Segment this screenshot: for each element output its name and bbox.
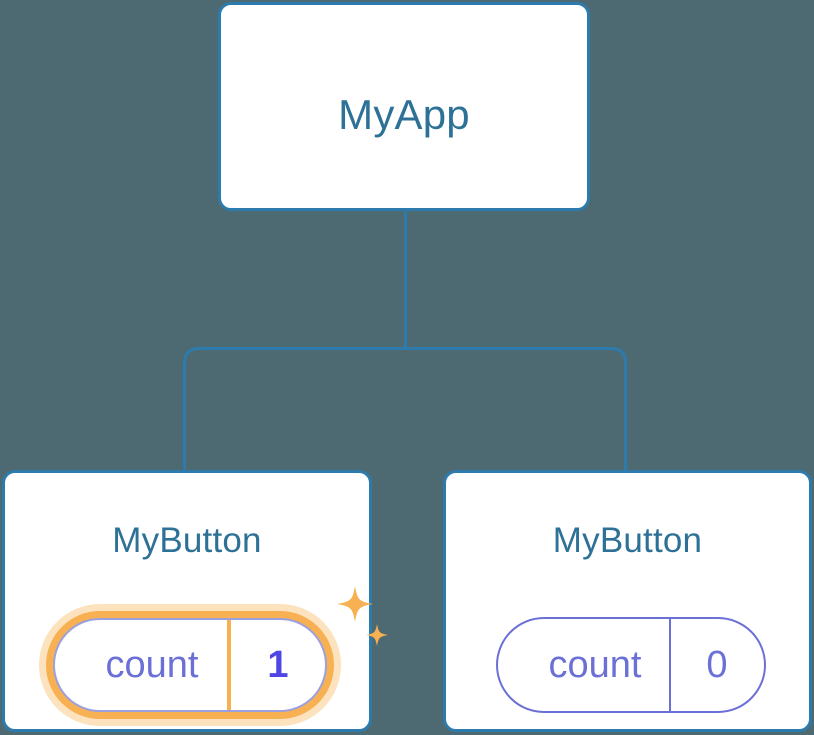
node-myapp[interactable]: MyApp xyxy=(218,2,590,211)
state-pill-left[interactable]: count 1 xyxy=(53,618,327,712)
state-pill-right-wrapper: count 0 xyxy=(446,595,814,735)
node-mybutton-right[interactable]: MyButton count 0 xyxy=(443,470,812,732)
state-pill-left-key: count xyxy=(55,620,231,710)
state-pill-right-key: count xyxy=(498,619,671,711)
state-pill-left-wrapper: count 1 xyxy=(5,586,388,735)
state-pill-right[interactable]: count 0 xyxy=(495,617,766,713)
node-mybutton-right-title: MyButton xyxy=(552,521,703,560)
sparkle-group xyxy=(337,586,388,646)
sparkle-large-icon xyxy=(337,586,373,622)
node-myapp-title: MyApp xyxy=(338,91,470,138)
state-pill-left-highlight-group: count 1 xyxy=(39,586,388,726)
node-mybutton-left[interactable]: MyButton count 1 xyxy=(2,470,388,735)
sparkle-small-icon xyxy=(366,624,388,646)
state-pill-left-value: 1 xyxy=(267,643,289,686)
connector-branch-left xyxy=(183,347,406,470)
state-pill-right-value: 0 xyxy=(706,643,728,686)
node-mybutton-left-title: MyButton xyxy=(112,521,262,560)
connector-branch-right xyxy=(405,347,627,470)
